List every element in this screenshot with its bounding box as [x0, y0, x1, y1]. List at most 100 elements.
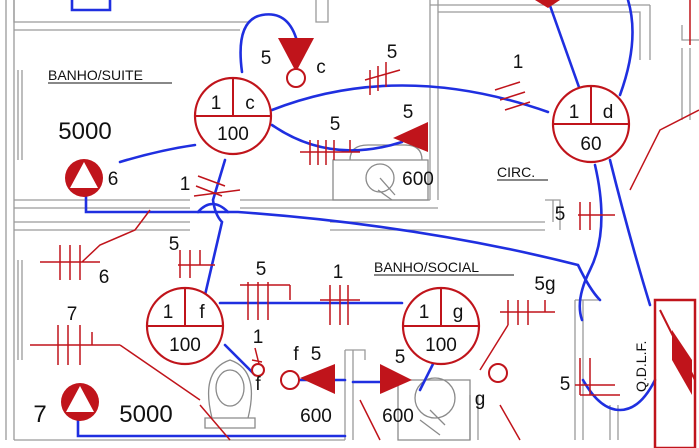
luminaire-f: 1 f 100: [145, 286, 225, 366]
luminaire-f-circuit: 1: [163, 302, 174, 323]
conductor-ticks-circ: [578, 202, 615, 230]
outlet-social-mid-letter: f: [293, 344, 299, 365]
conductor-ticks-f-up: [178, 250, 215, 278]
social-sink-bowl: [414, 377, 456, 419]
outlet-suite-top-letter: c: [316, 57, 326, 78]
conduit-social-bottom: [76, 418, 347, 438]
panel-qdlf: Q.D.L.F.: [633, 298, 697, 448]
outlet-suite-shower-triangle: [70, 162, 98, 188]
conductor-label: 5: [387, 42, 398, 63]
outlet-suite-sink-triangle: [393, 122, 428, 152]
outlet-social-shower-number: 7: [33, 401, 46, 428]
conductor-ticks-g-left: [320, 285, 360, 325]
switch-social-f: f: [251, 363, 265, 395]
conductor-ticks-suite-top: [364, 62, 401, 95]
outlet-suite-shower: 6 5000: [58, 118, 118, 197]
conductor-ticks-social-left: [40, 209, 151, 280]
outlet-suite-shower-number: 6: [108, 169, 119, 190]
conductor-label: 5: [560, 374, 571, 395]
conductor-label: 6: [99, 267, 110, 288]
conduit-d-down: [578, 163, 603, 322]
conductor-leader-toilet: [199, 404, 231, 441]
luminaire-g-letter: g: [453, 302, 464, 323]
wall-bottom-right: [469, 395, 619, 440]
conductor-label: 7: [67, 304, 78, 325]
luminaire-c-circuit: 1: [211, 93, 222, 114]
outlet-suite-top: 5 c: [261, 38, 326, 88]
wall-suite-bottom: [14, 199, 438, 209]
room-label-social: BANHO/SOCIAL: [374, 259, 479, 275]
conduit-d-right: [618, 0, 634, 97]
conductor-label: 5: [169, 234, 180, 255]
suite-sink-tap: [377, 177, 396, 201]
conductor-label: 1: [253, 327, 264, 348]
outlet-social-sink-power: 600: [382, 406, 414, 427]
conductor-leader-social-bottom: [359, 399, 521, 441]
wall-circ-top: [430, 4, 651, 60]
switch-social-g: g: [475, 363, 508, 410]
outlet-suite-top-circle: [286, 68, 306, 88]
conduit-suite-top-arc: [239, 13, 300, 74]
conduits: [70, 0, 657, 438]
conductor-leader-d-right: [629, 109, 699, 191]
outlet-suite-top-number: 5: [261, 48, 272, 69]
social-sink-fixture: [397, 379, 471, 441]
wall-top-right-stub: [315, 0, 329, 23]
conductor-ticks-panel: [575, 358, 620, 396]
outlet-social-shower-triangle: [66, 386, 94, 412]
luminaire-d-power: 60: [580, 134, 601, 155]
switch-social-f-letter: f: [255, 374, 261, 395]
luminaire-c-power: 100: [217, 124, 249, 145]
conduit-c-to-shower: [118, 143, 197, 164]
conductor-label: 5g: [534, 274, 555, 295]
room-label-circ: CIRC.: [497, 164, 535, 180]
luminaire-d-circuit: 1: [569, 102, 580, 123]
conductor-label: 5: [330, 114, 341, 135]
wall-suite-top: [13, 0, 248, 31]
outlet-social-sink-number: 5: [395, 347, 406, 368]
outlet-suite-top-triangle: [278, 38, 314, 72]
luminaire-g-power: 100: [425, 335, 457, 356]
wall-suite-right: [429, 0, 439, 200]
social-toilet-fixture: [204, 359, 256, 429]
panel-box: [653, 298, 697, 448]
outlet-social-mid-power: 600: [300, 406, 332, 427]
walls: [5, 0, 699, 441]
conductor-label: 5: [555, 204, 566, 225]
outlet-social-mid: f 5 600: [280, 344, 335, 427]
conductors: [30, 0, 699, 441]
switch-social-f-circle: [251, 363, 265, 377]
luminaire-f-letter: f: [199, 302, 205, 323]
outlet-social-mid-circle: [280, 370, 300, 390]
outlet-social-shower: 7 5000: [33, 383, 173, 428]
outlet-top-partial: [535, 0, 560, 8]
conduit-d-to-panel: [608, 158, 652, 307]
conduit-c-to-d-top: [270, 84, 550, 114]
conductor-ticks-shower: [193, 175, 241, 197]
wall-circ-right: [545, 199, 561, 230]
luminaire-c-letter: c: [245, 93, 255, 114]
conductor-label: 1: [513, 52, 524, 73]
conductor-ticks-social-bl: [30, 325, 201, 401]
outlet-social-sink-triangle: [380, 364, 412, 394]
wall-outer-left: [5, 0, 15, 440]
conduit-d-top: [546, 0, 582, 92]
outlet-suite-sink-power: 600: [402, 169, 434, 190]
panel-label: Q.D.L.F.: [633, 341, 649, 392]
conductor-ticks-f-g: [240, 282, 291, 320]
social-sink-tap: [419, 409, 446, 436]
outlet-suite-sink: 5 600: [393, 102, 434, 190]
conductor-ticks-5g: [479, 300, 555, 371]
wall-window-left: [17, 70, 23, 360]
conduit-shower-to-main: [84, 193, 602, 302]
conductor-label: 1: [180, 174, 191, 195]
room-label-suite: BANHO/SUITE: [48, 67, 143, 83]
fixtures: [204, 144, 471, 441]
wall-social-inner: [344, 349, 366, 440]
wall-right-column: [681, 25, 699, 120]
conductor-ticks-c-d: [494, 81, 531, 111]
outlet-suite-shower-power: 5000: [58, 118, 111, 145]
conduit-jump-arc: [196, 202, 230, 214]
